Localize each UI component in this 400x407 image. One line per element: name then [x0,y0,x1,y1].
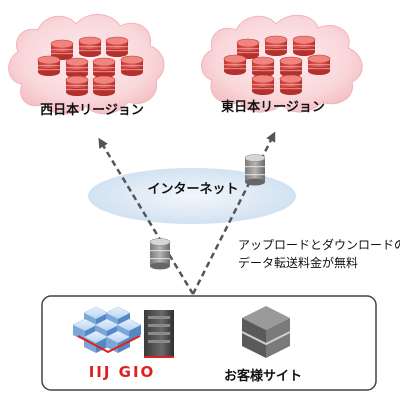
east-region-label: 東日本リージョン [221,100,325,115]
iij-gio-label: IIJ GIO [88,363,156,381]
transfer-db-icon-left [149,238,171,270]
customer-site-label: お客様サイト [223,369,302,384]
transfer-note-line2: データ転送料金が無料 [238,256,359,270]
west-region-label: 西日本リージョン [40,103,144,118]
customer-site-icon [241,306,291,358]
internet-ellipse [88,168,296,224]
transfer-note-line1: アップロードとダウンロードの [238,238,400,252]
internet-label: インターネット [147,182,239,197]
iij-gio-icon [72,306,174,358]
